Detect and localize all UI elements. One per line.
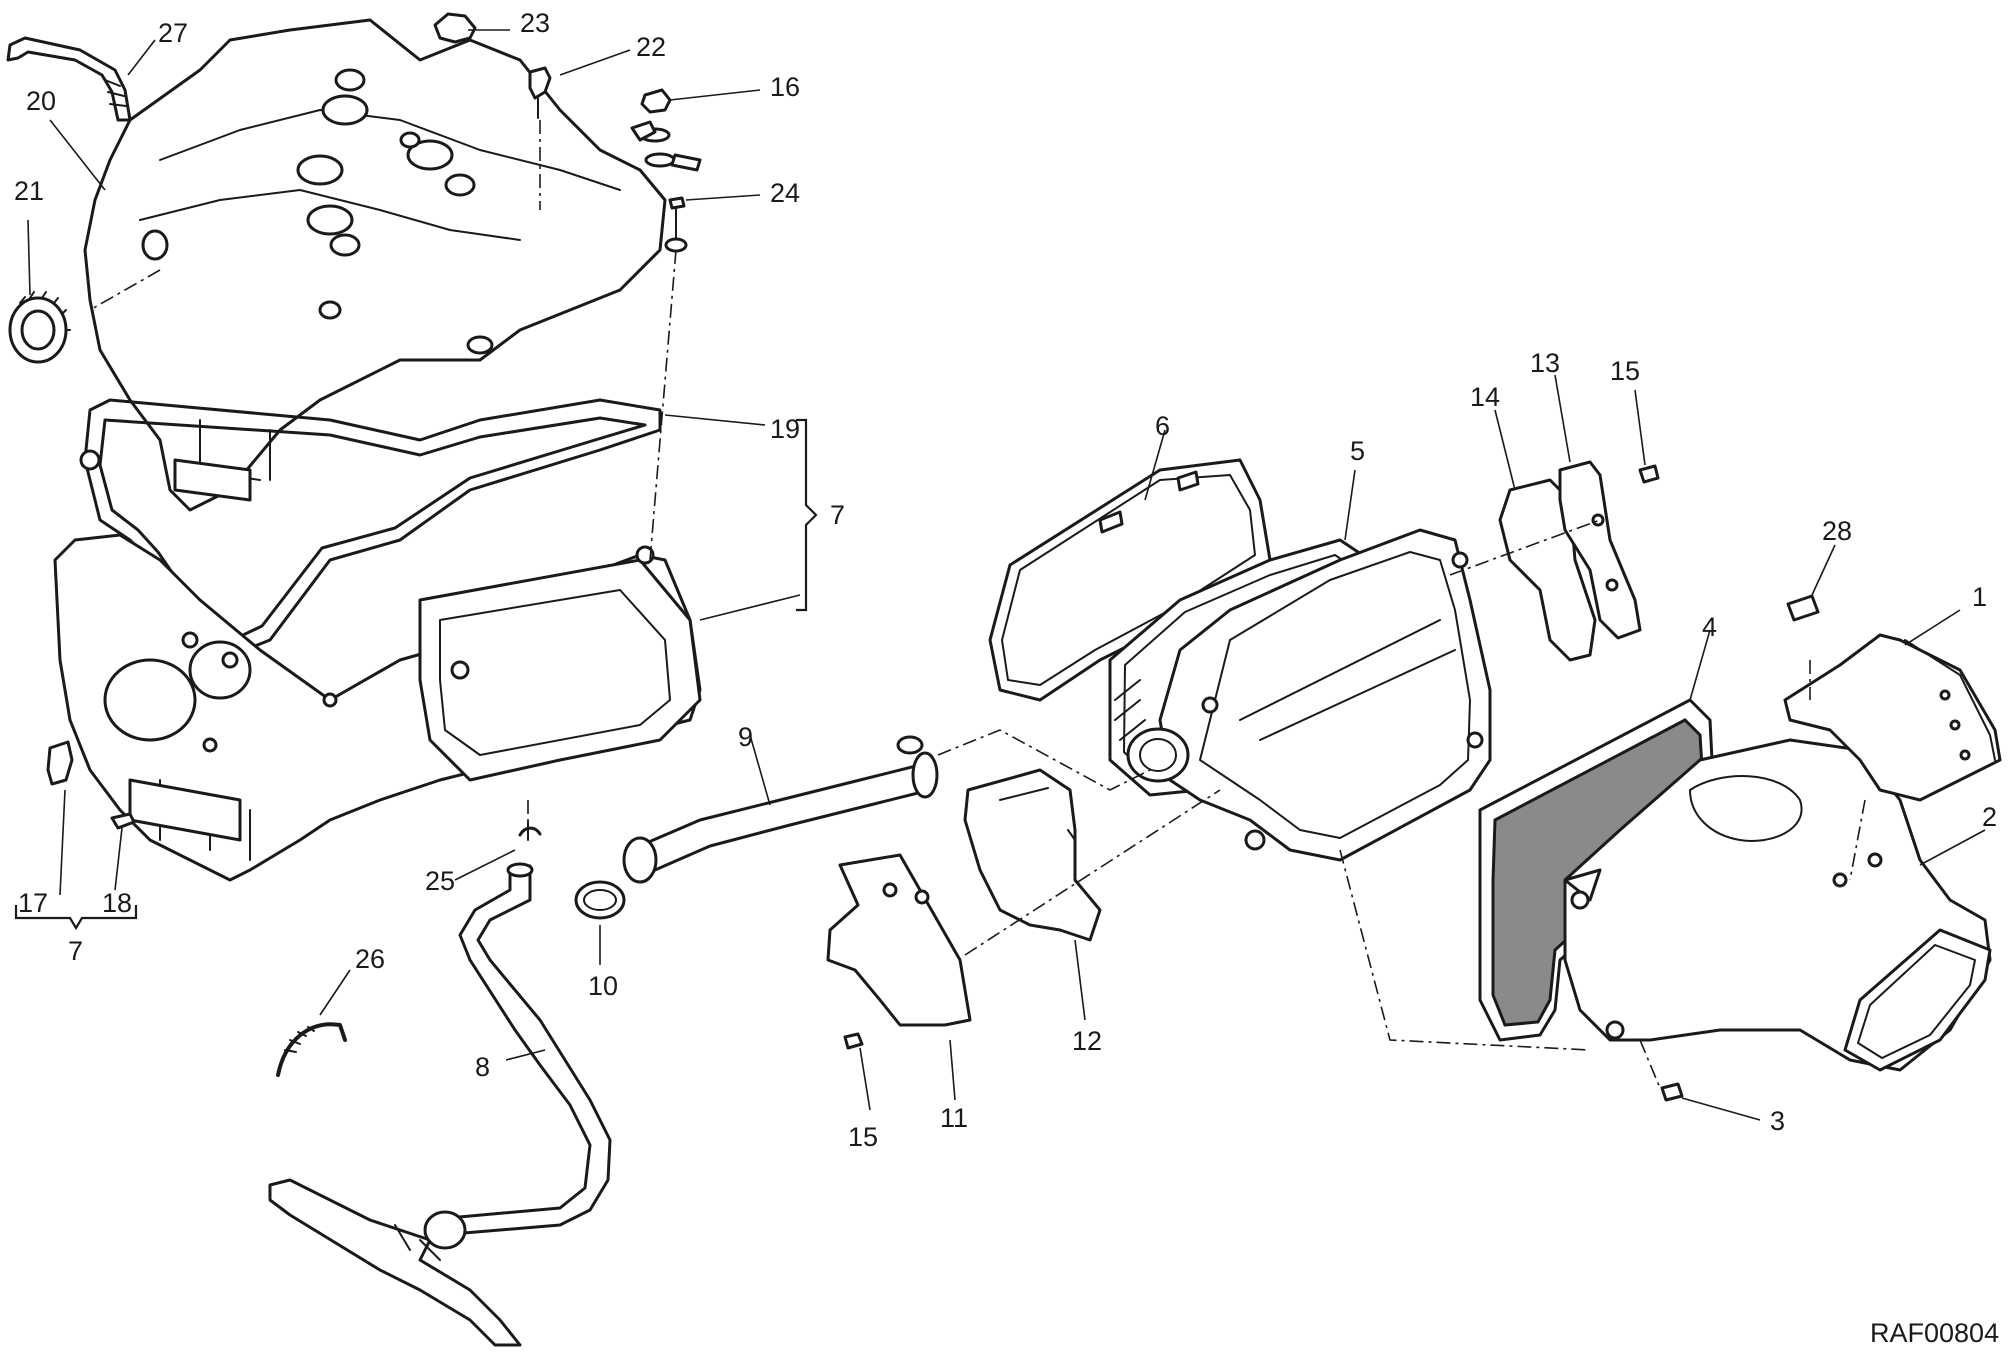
callout-28: 28 — [1822, 516, 1852, 546]
callout-20: 20 — [26, 86, 56, 116]
clip-part-18 — [110, 812, 136, 830]
callout-16: 16 — [770, 72, 800, 102]
clip-part-23 — [433, 12, 477, 44]
callout-12: 12 — [1072, 1026, 1102, 1056]
callout-19: 19 — [770, 414, 800, 444]
drain-hose-part-8 — [268, 862, 612, 1347]
callout-18: 18 — [102, 888, 132, 918]
airbox-body-part — [53, 533, 702, 882]
callout-6: 6 — [1155, 411, 1170, 441]
airbox-cover-part-20 — [83, 18, 667, 512]
drawing-code: RAF00804 — [1870, 1318, 1999, 1348]
callout-5: 5 — [1350, 436, 1365, 466]
foam-part-12 — [963, 768, 1102, 942]
callout-8: 8 — [475, 1052, 490, 1082]
callout-13: 13 — [1530, 348, 1560, 378]
label-part-28 — [1786, 594, 1820, 622]
callout-11: 11 — [940, 1103, 968, 1133]
bracket-part-11 — [826, 853, 972, 1050]
callout-14: 14 — [1470, 382, 1500, 412]
callout-10: 10 — [588, 971, 618, 1001]
screw-part-3 — [1660, 1082, 1684, 1102]
callout-15-bottom: 15 — [848, 1122, 878, 1152]
airbox-housing-part — [1126, 528, 1492, 862]
nut-part-16 — [630, 88, 702, 172]
callout-26: 26 — [355, 944, 385, 974]
clamp-part-26 — [276, 1022, 347, 1077]
callout-25: 25 — [425, 866, 455, 896]
callout-7-upper: 7 — [830, 500, 845, 530]
strap-part-27 — [6, 36, 132, 122]
screw-part-24 — [664, 196, 688, 253]
screw-part-15-top — [1638, 464, 1660, 484]
callout-22: 22 — [636, 32, 666, 62]
callout-3: 3 — [1770, 1106, 1785, 1136]
plate-part-13 — [1558, 460, 1642, 640]
callout-2: 2 — [1982, 802, 1997, 832]
knob-part-21 — [8, 291, 71, 364]
callout-17: 17 — [18, 888, 48, 918]
callout-21: 21 — [14, 176, 44, 206]
callout-7-lower: 7 — [68, 936, 83, 966]
hose-clamp-part-25 — [518, 821, 542, 841]
clamp-part-10 — [574, 880, 626, 920]
callout-4: 4 — [1702, 612, 1717, 642]
clip-part-17 — [46, 740, 74, 786]
hose-part-9 — [622, 735, 939, 884]
callout-24: 24 — [770, 178, 800, 208]
callout-27: 27 — [158, 18, 188, 48]
callout-1: 1 — [1972, 582, 1987, 612]
sensor-part-22 — [528, 66, 552, 119]
bracket-part-1 — [1783, 633, 2002, 802]
duct-part-2 — [1563, 738, 1992, 1072]
callout-23: 23 — [520, 8, 550, 38]
callout-9: 9 — [738, 722, 753, 752]
callout-15-top: 15 — [1610, 356, 1640, 386]
